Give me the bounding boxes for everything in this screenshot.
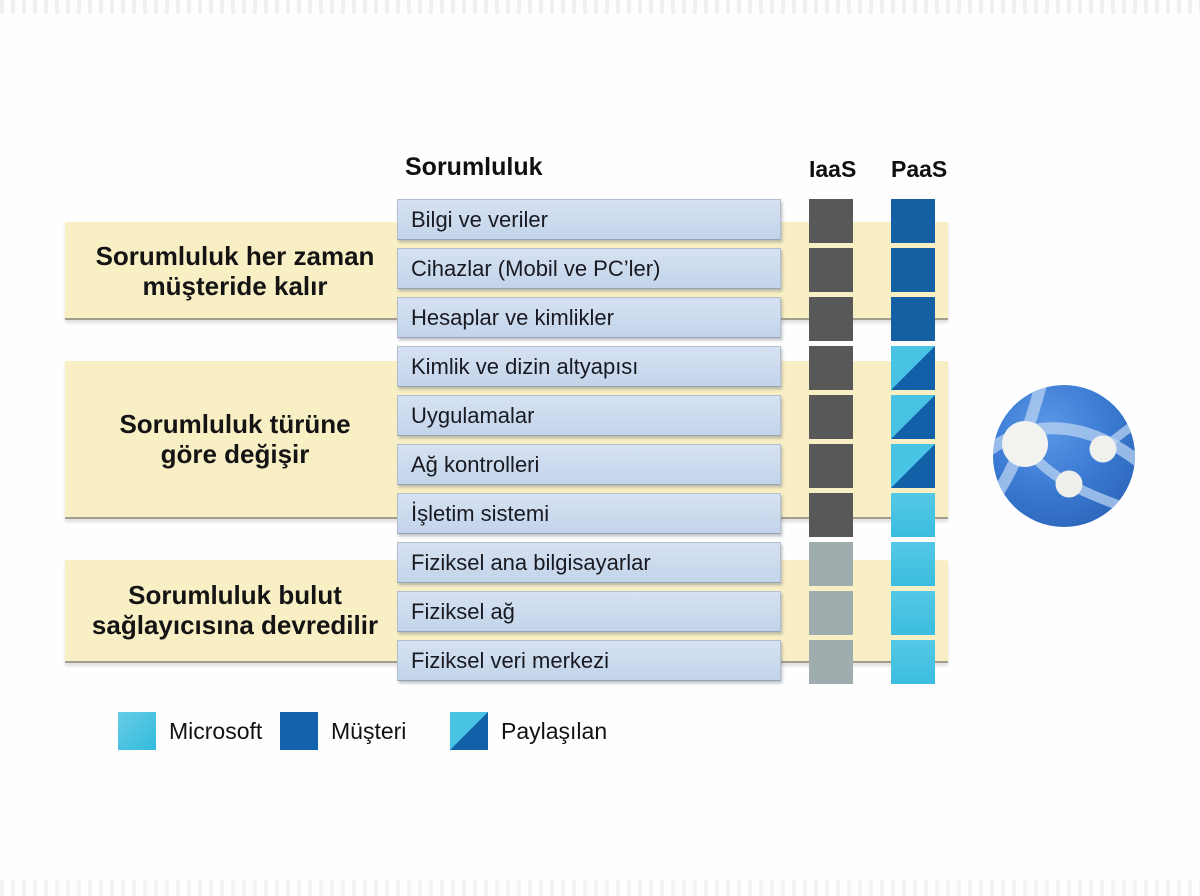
paas-column-header: PaaS — [891, 156, 948, 182]
iaas-column-header: IaaS — [809, 156, 857, 182]
band-label-line: müşteride kalır — [142, 271, 328, 301]
iaas-cell-row8 — [809, 542, 853, 586]
video-noise-top — [0, 0, 1200, 14]
row-label: İşletim sistemi — [411, 500, 550, 526]
row-label: Hesaplar ve kimlikler — [411, 304, 614, 330]
iaas-cell-row1 — [809, 199, 853, 243]
legend-item-shared: Paylaşılan — [450, 712, 607, 750]
row-accounts-and-identities: Hesaplar ve kimlikler — [397, 297, 781, 338]
row-physical-datacenter: Fiziksel veri merkezi — [397, 640, 781, 681]
customer-swatch-icon — [280, 712, 318, 750]
iaas-cell-row4 — [809, 346, 853, 390]
paas-cell-row1 — [891, 199, 935, 243]
band-label-varies-by-type: Sorumluluk türüne göre değişir — [65, 409, 405, 469]
legend-label: Paylaşılan — [501, 717, 608, 744]
paas-cell-row5 — [891, 395, 935, 439]
microsoft-swatch-icon — [118, 712, 156, 750]
paas-cell-row4 — [891, 346, 935, 390]
row-devices: Cihazlar (Mobil ve PC’ler) — [397, 248, 781, 289]
row-applications: Uygulamalar — [397, 395, 781, 436]
paas-cell-row8 — [891, 542, 935, 586]
row-label: Fiziksel veri merkezi — [411, 647, 610, 673]
legend-label: Müşteri — [331, 717, 407, 744]
row-label: Uygulamalar — [411, 402, 535, 428]
band-label-line: Sorumluluk her zaman — [95, 241, 375, 271]
row-network-controls: Ağ kontrolleri — [397, 444, 781, 485]
paas-cell-row9 — [891, 591, 935, 635]
paas-cell-row3 — [891, 297, 935, 341]
iaas-cell-row10 — [809, 640, 853, 684]
paas-cell-row6 — [891, 444, 935, 488]
paas-cell-row10 — [891, 640, 935, 684]
row-identity-directory-infrastructure: Kimlik ve dizin altyapısı — [397, 346, 781, 387]
band-label-line: sağlayıcısına devredilir — [91, 610, 379, 640]
row-operating-system: İşletim sistemi — [397, 493, 781, 534]
legend-item-customer: Müşteri — [280, 712, 406, 750]
row-physical-network: Fiziksel ağ — [397, 591, 781, 632]
band-label-customer-retained: Sorumluluk her zaman müşteride kalır — [65, 241, 405, 301]
shared-swatch-icon — [450, 712, 488, 750]
band-varies-by-type — [65, 361, 948, 519]
row-label: Fiziksel ağ — [411, 598, 515, 624]
row-label: Kimlik ve dizin altyapısı — [411, 353, 639, 379]
iaas-cell-row9 — [809, 591, 853, 635]
paas-cell-row7 — [891, 493, 935, 537]
row-label: Cihazlar (Mobil ve PC’ler) — [411, 255, 661, 281]
band-label-line: Sorumluluk bulut — [128, 580, 342, 610]
iaas-cell-row3 — [809, 297, 853, 341]
band-label-line: göre değişir — [160, 439, 310, 469]
iaas-cell-row7 — [809, 493, 853, 537]
row-label: Bilgi ve veriler — [411, 206, 548, 232]
iaas-cell-row5 — [809, 395, 853, 439]
video-noise-bottom — [0, 880, 1200, 896]
row-physical-hosts: Fiziksel ana bilgisayarlar — [397, 542, 781, 583]
iaas-cell-row6 — [809, 444, 853, 488]
legend-item-microsoft: Microsoft — [118, 712, 262, 750]
paas-cell-row2 — [891, 248, 935, 292]
iaas-cell-row2 — [809, 248, 853, 292]
band-label-transferred-to-provider: Sorumluluk bulut sağlayıcısına devredili… — [65, 580, 405, 640]
row-label: Fiziksel ana bilgisayarlar — [411, 549, 651, 575]
azure-app-service-globe-icon — [993, 385, 1135, 527]
row-information-and-data: Bilgi ve veriler — [397, 199, 781, 240]
responsibility-column-header: Sorumluluk — [405, 153, 543, 181]
legend-label: Microsoft — [169, 717, 263, 744]
band-label-line: Sorumluluk türüne — [119, 409, 351, 439]
row-label: Ağ kontrolleri — [411, 451, 540, 477]
